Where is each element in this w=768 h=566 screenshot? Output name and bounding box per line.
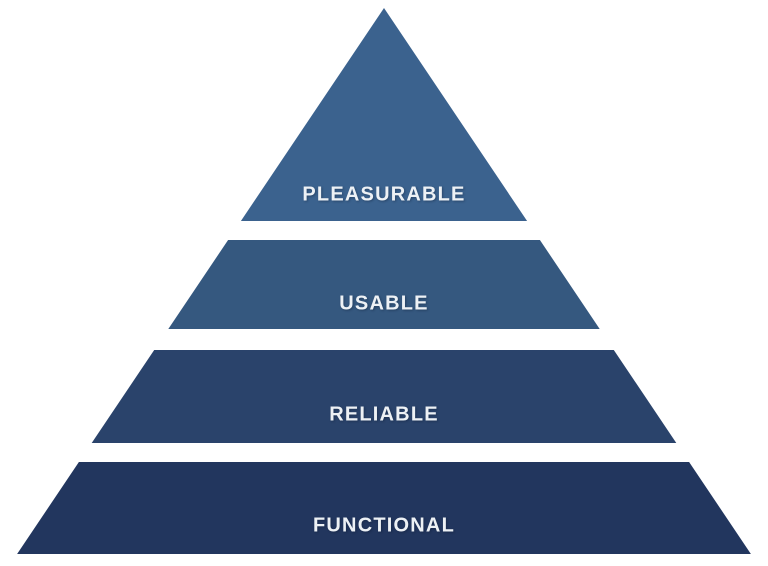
pyramid-level-pleasurable <box>240 8 528 221</box>
pyramid-level-label-reliable: RELIABLE <box>329 403 439 425</box>
pyramid-level-usable <box>168 240 600 329</box>
pyramid-level-functional <box>17 462 751 554</box>
pyramid-level-label-pleasurable: PLEASURABLE <box>302 183 465 205</box>
pyramid-level-reliable <box>91 350 677 443</box>
pyramid-level-label-usable: USABLE <box>339 292 428 314</box>
pyramid-level-label-functional: FUNCTIONAL <box>313 514 455 536</box>
